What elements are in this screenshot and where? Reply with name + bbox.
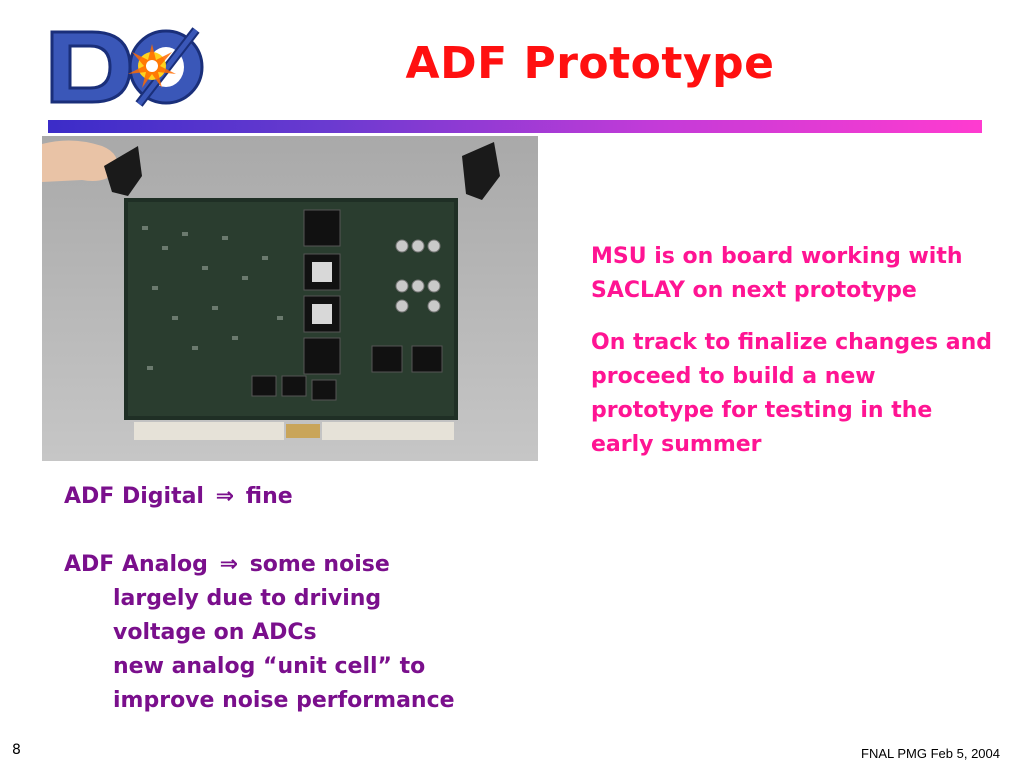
msu-status-paragraph: MSU is on board working with SACLAY on n… xyxy=(591,244,963,303)
left-text-block: ADF Digital ⇒ fine ADF Analog ⇒ some noi… xyxy=(64,480,534,718)
next-prototype-paragraph: On track to finalize changes and proceed… xyxy=(591,330,993,457)
page-number: 8 xyxy=(12,742,21,758)
adf-analog-label: ADF Analog xyxy=(64,552,208,577)
analog-detail-line: improve noise performance xyxy=(113,688,455,713)
title-divider xyxy=(48,120,982,133)
slide-title: ADF Prototype xyxy=(405,38,775,89)
footer-text: FNAL PMG Feb 5, 2004 xyxy=(861,746,1000,761)
spacer xyxy=(64,514,534,548)
adf-board-photo xyxy=(42,136,538,461)
right-text-block: MSU is on board working with SACLAY on n… xyxy=(591,240,1001,480)
analog-detail-line: largely due to driving xyxy=(113,586,382,611)
adf-analog-line: ADF Analog ⇒ some noise xyxy=(64,548,534,582)
analog-detail-line: new analog “unit cell” to xyxy=(113,654,426,679)
adf-digital-line: ADF Digital ⇒ fine xyxy=(64,480,534,514)
d0-logo xyxy=(44,22,212,112)
implies-arrow-icon: ⇒ xyxy=(219,552,239,577)
adf-digital-label: ADF Digital xyxy=(64,484,204,509)
adf-digital-status: fine xyxy=(245,484,293,509)
adf-analog-status: some noise xyxy=(249,552,390,577)
analog-detail-line: voltage on ADCs xyxy=(113,620,317,645)
implies-arrow-icon: ⇒ xyxy=(215,484,235,509)
